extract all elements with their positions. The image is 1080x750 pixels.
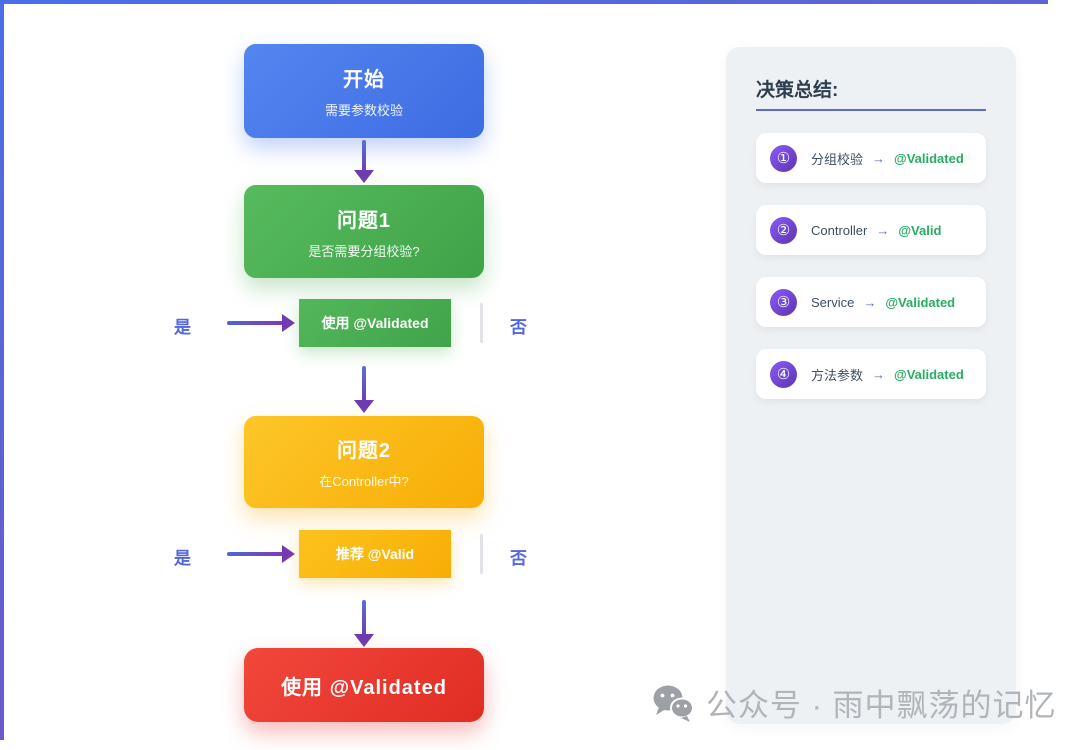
flow-node-start: 开始 需要参数校验 xyxy=(244,44,484,138)
question2-title: 问题2 xyxy=(336,440,392,462)
summary-item-service: ③ Service → @Validated xyxy=(756,277,986,327)
right-arrow-icon: → xyxy=(863,294,877,310)
start-subtitle: 需要参数校验 xyxy=(324,103,403,118)
question1-title: 问题1 xyxy=(336,209,392,232)
number-badge-3: ③ xyxy=(770,288,797,316)
branch1-no-label: 否 xyxy=(510,318,527,337)
right-arrow-icon: → xyxy=(872,366,886,382)
question1-subtitle: 是否需要分组校验? xyxy=(308,243,420,259)
number-badge-1: ① xyxy=(770,144,797,172)
summary-item-method-params: ④ 方法参数 → @Validated xyxy=(756,349,986,399)
flow-node-final: 使用 @Validated xyxy=(244,648,484,722)
summary-title-underline xyxy=(756,109,986,111)
arrowhead-to-q2 xyxy=(354,400,374,413)
arrow-to-q2 xyxy=(362,366,366,402)
summary-item-label: 分组校验 xyxy=(811,151,864,167)
number-badge-4: ④ xyxy=(770,360,797,388)
number-badge-2: ② xyxy=(770,216,797,244)
branch1-action-label: 使用 @Validated xyxy=(321,315,429,331)
arrow-start-to-q1 xyxy=(362,140,366,172)
branch2-yes-arrow xyxy=(227,552,283,556)
branch1-yes-arrow xyxy=(227,321,283,325)
summary-item-annotation: @Validated xyxy=(894,366,964,382)
arrowhead-to-final xyxy=(354,634,374,647)
branch2-action-label: 推荐 @Valid xyxy=(335,546,415,562)
summary-item-controller: ② Controller → @Valid xyxy=(756,205,986,255)
flow-node-action-validated: 使用 @Validated xyxy=(299,299,451,347)
arrow-to-final xyxy=(362,600,366,636)
right-arrow-icon: → xyxy=(872,150,886,166)
summary-item-annotation: @Validated xyxy=(894,150,964,166)
flow-node-action-valid: 推荐 @Valid xyxy=(299,530,451,578)
summary-title: 决策总结: xyxy=(756,80,839,101)
wechat-icon xyxy=(652,684,694,722)
right-arrow-icon: → xyxy=(876,222,890,238)
branch2-no-label: 否 xyxy=(510,549,527,568)
watermark-text: 公众号 · 雨中飘荡的记忆 xyxy=(706,688,1057,723)
branch2-yes-arrowhead xyxy=(282,545,295,563)
branch2-yes-label: 是 xyxy=(174,549,191,568)
final-title: 使用 @Validated xyxy=(281,676,447,699)
summary-item-label: Service xyxy=(811,294,855,310)
summary-item-annotation: @Valid xyxy=(898,222,942,238)
summary-item-label: Controller xyxy=(811,222,868,238)
summary-item-group-validation: ① 分组校验 → @Validated xyxy=(756,133,986,183)
summary-item-annotation: @Validated xyxy=(885,294,956,310)
flow-node-question1: 问题1 是否需要分组校验? xyxy=(244,185,484,278)
watermark: 公众号 · 雨中飘荡的记忆 xyxy=(652,680,1057,725)
branch1-yes-arrowhead xyxy=(282,314,295,332)
flow-node-question2: 问题2 在Controller中? xyxy=(244,416,484,508)
branch1-yes-label: 是 xyxy=(174,318,191,337)
question2-subtitle: 在Controller中? xyxy=(319,474,409,489)
frame-border-top xyxy=(0,0,1048,4)
summary-item-label: 方法参数 xyxy=(811,367,864,383)
frame-border-left xyxy=(0,0,4,740)
branch1-no-divider xyxy=(480,303,483,343)
branch2-no-divider xyxy=(480,534,483,574)
decision-summary-panel: 决策总结: ① 分组校验 → @Validated ② Controller →… xyxy=(726,47,1016,724)
start-title: 开始 xyxy=(343,69,385,91)
arrowhead-start-to-q1 xyxy=(354,170,374,183)
